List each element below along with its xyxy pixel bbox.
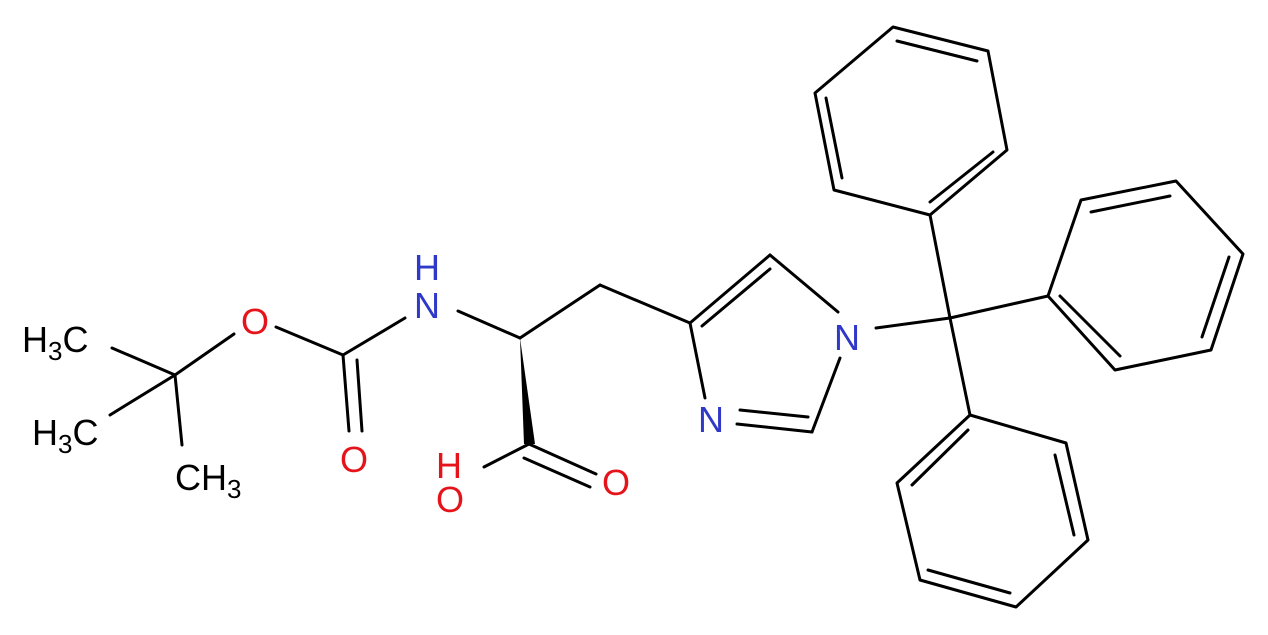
atom-nh-nitrogen: N <box>414 285 440 326</box>
bond <box>926 568 1012 595</box>
bond <box>688 321 707 400</box>
bond <box>598 283 692 325</box>
atom-ch3-bottom: CH3 <box>175 457 241 504</box>
bond <box>688 253 772 325</box>
bond <box>108 373 177 417</box>
bond <box>456 309 522 340</box>
atom-h3c-mid: H3C <box>32 412 98 459</box>
bond <box>1089 194 1172 214</box>
bond <box>910 428 970 487</box>
bond <box>518 283 602 340</box>
bond <box>1053 453 1076 537</box>
phenyl-ring <box>1046 179 1245 372</box>
atom-ho-hydrogen: H <box>436 445 462 486</box>
bonds <box>108 25 1245 609</box>
bond <box>700 267 772 328</box>
bond <box>482 442 531 469</box>
bond <box>824 96 844 180</box>
atom-oxygen-carbonyl: O <box>340 439 368 480</box>
bond <box>110 346 177 377</box>
atom-nh-hydrogen: H <box>414 247 440 288</box>
atom-h3c-top: H3C <box>22 319 88 366</box>
bond <box>738 408 810 419</box>
atom-oxygen-ester: O <box>241 301 269 342</box>
atom-labels: H3C H3C CH3 O O H N H O O N N <box>22 247 860 520</box>
bond <box>274 325 345 357</box>
bond <box>341 316 407 357</box>
bond <box>810 356 842 434</box>
bond <box>527 442 598 476</box>
bond <box>948 294 1050 320</box>
bond <box>173 373 184 447</box>
phenyl-ring <box>813 25 1009 217</box>
atom-ho-oxygen: O <box>436 479 464 520</box>
bond <box>928 213 952 320</box>
bond <box>355 358 364 433</box>
bond <box>341 353 351 433</box>
bond <box>522 456 592 489</box>
bond <box>948 316 972 417</box>
wedge-bond <box>520 338 535 444</box>
atom-nitrogen-imine: N <box>698 399 724 440</box>
bond <box>768 253 840 314</box>
bond <box>173 332 236 377</box>
phenyl-ring <box>895 413 1090 609</box>
bond <box>874 316 952 330</box>
bond <box>1200 255 1231 339</box>
bond <box>1058 294 1122 358</box>
bond <box>895 39 979 63</box>
atom-nitrogen-trityl: N <box>834 317 860 358</box>
bond <box>735 422 814 434</box>
bond <box>928 150 995 204</box>
atom-oxygen-acid: O <box>602 462 630 503</box>
